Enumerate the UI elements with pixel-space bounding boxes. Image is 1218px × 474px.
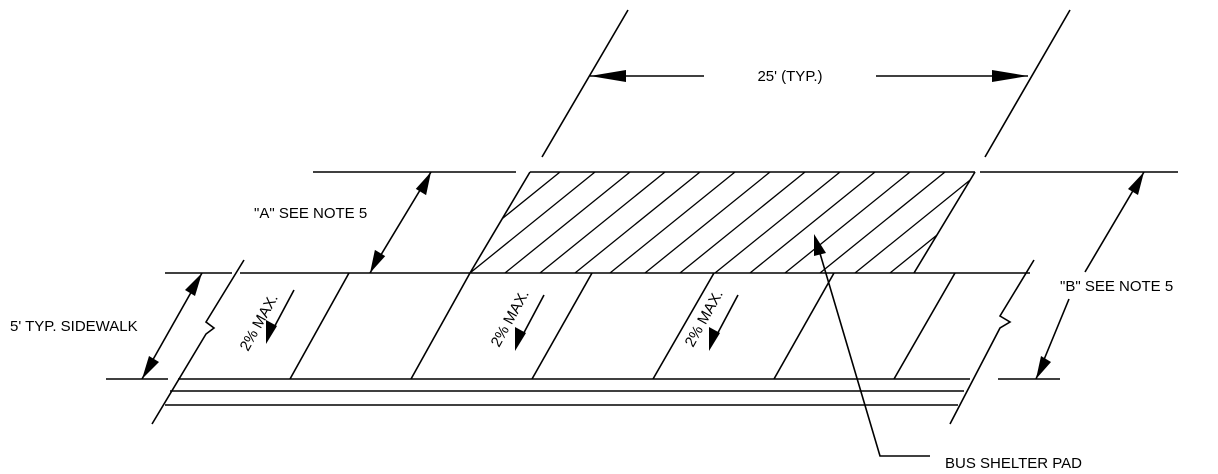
label-a-see-note-5: "A" SEE NOTE 5 — [254, 205, 367, 222]
pad-hatch-line — [609, 172, 736, 273]
pad-hatch-line — [470, 172, 561, 273]
slope-note-text: 2% MAX. — [237, 291, 282, 354]
arrowhead-left — [590, 70, 626, 82]
pad-hatch-line — [574, 172, 701, 273]
left-break-line — [151, 259, 245, 425]
label-b-see-note-5: "B" SEE NOTE 5 — [1060, 278, 1173, 295]
dimension-b: "B" SEE NOTE 5 — [980, 171, 1178, 380]
pad-hatch-line — [539, 172, 666, 273]
sidewalk-joint-2 — [410, 272, 471, 380]
pad-hatch-line — [679, 172, 806, 273]
slope-arrow-head — [266, 320, 277, 344]
pad-right-edge — [913, 171, 976, 274]
pad-hatch-line — [749, 172, 876, 273]
extension-line-right — [984, 9, 1071, 158]
extension-line-left — [541, 9, 629, 158]
label-sidewalk: 5' TYP. SIDEWALK — [10, 318, 138, 335]
slope-note-2: 2% MAX. — [488, 287, 545, 351]
pad-hatch-line — [854, 172, 975, 273]
label-bus-shelter-pad: BUS SHELTER PAD — [945, 455, 1082, 472]
sidewalk-slab — [151, 259, 1035, 425]
pad-left-edge — [469, 171, 531, 274]
slope-arrow-head — [709, 327, 720, 351]
pad-leader-arrowhead — [814, 234, 826, 256]
arrowhead-right — [992, 70, 1028, 82]
b-arrowhead-top — [1128, 172, 1144, 195]
slope-arrow-head — [515, 327, 526, 351]
dimension-25-ft: 25' (TYP.) — [541, 9, 1071, 158]
slope-note-1: 2% MAX. — [237, 289, 295, 354]
pad-hatching — [470, 172, 975, 273]
pad-hatch-line — [470, 172, 596, 273]
pad-hatch-line — [889, 172, 975, 273]
b-arrowhead-bottom — [1036, 356, 1051, 379]
pad-hatch-line — [644, 172, 771, 273]
slope-note-text: 2% MAX. — [488, 287, 533, 350]
slope-note-3: 2% MAX. — [682, 287, 739, 351]
bus-shelter-pad — [469, 171, 976, 274]
dimension-sidewalk: 5' TYP. SIDEWALK — [10, 272, 232, 380]
pad-hatch-line — [504, 172, 631, 273]
sidewalk-joint-3 — [531, 272, 593, 380]
sidewalk-arrowhead-top — [185, 273, 202, 296]
pad-hatch-line — [819, 172, 946, 273]
sidewalk-arrowhead-bottom — [142, 356, 159, 379]
sidewalk-joint-6 — [893, 272, 956, 380]
right-break-line — [949, 259, 1035, 425]
a-arrowhead-top — [415, 172, 431, 196]
pad-leader-line — [818, 249, 930, 457]
dimension-25-label: 25' (TYP.) — [757, 68, 822, 85]
dimension-a: "A" SEE NOTE 5 — [254, 171, 516, 274]
sidewalk-joint-5 — [773, 272, 835, 380]
sidewalk-joint-4 — [652, 272, 715, 380]
a-arrowhead-bottom — [370, 249, 386, 273]
pad-hatch-line — [784, 172, 911, 273]
sidewalk-joint-1 — [289, 272, 350, 380]
bus-shelter-pad-leader: BUS SHELTER PAD — [814, 234, 1082, 472]
pad-hatch-line — [714, 172, 841, 273]
